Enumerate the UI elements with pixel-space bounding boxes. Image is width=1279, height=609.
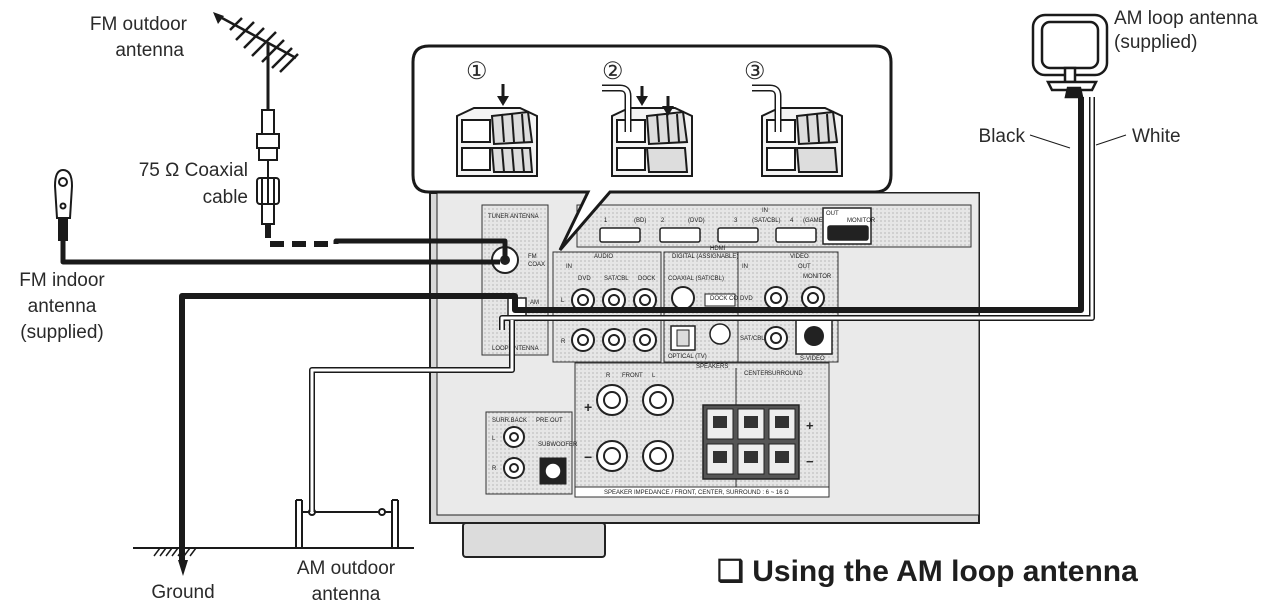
svg-text:SURROUND: SURROUND [768,371,803,377]
am-label: AM [530,300,539,306]
am-loop-antenna-icon [1031,13,1109,99]
svg-text:(DVD): (DVD) [688,218,705,224]
svg-text:(BD): (BD) [634,218,646,224]
svg-text:R: R [606,373,611,379]
svg-text:IN: IN [742,264,748,270]
hdmi-in-1-jack[interactable] [599,227,641,243]
svg-text:+: + [806,418,814,433]
fm-indoor-label-3: (supplied) [20,322,103,343]
step-3-label: ③ [744,58,766,85]
svg-text:R: R [561,339,566,345]
svg-text:DOCK CONTROL: DOCK CONTROL [710,296,759,302]
am-outdoor-antenna-icon [295,499,399,548]
front-speaker-terminals[interactable] [596,384,674,472]
fm-label: FM [528,254,537,260]
svg-text:L: L [652,373,656,379]
audio-rca-jacks[interactable] [571,288,657,352]
coax-connector-icon [256,109,280,225]
svg-text:SAT/CBL: SAT/CBL [604,276,629,282]
svg-text:DVD: DVD [578,276,591,282]
svg-text:DOCK: DOCK [638,276,655,282]
hdmi-in-4-jack[interactable] [775,227,817,243]
svg-text:(SAT/CBL): (SAT/CBL) [752,218,781,224]
receiver-rear-panel: TUNER ANTENNA FM COAX AM LOOP ANTENNA IN… [429,192,980,558]
svg-text:IN: IN [566,264,572,270]
am-outdoor-label-1: AM outdoor [297,558,396,579]
am-outdoor-label-2: antenna [312,584,381,605]
svg-text:OUT: OUT [798,264,811,270]
am-loop-label-2: (supplied) [1114,32,1197,53]
wires [60,97,1127,560]
fm-outdoor-antenna-icon [221,16,299,110]
svg-text:S-VIDEO: S-VIDEO [800,356,825,362]
coax-label-1: 75 Ω Coaxial [139,160,248,181]
svg-text:SURR.BACK: SURR.BACK [492,418,527,424]
ground-label: Ground [151,582,214,603]
digital-label: DIGITAL (ASSIGNABLE) [672,254,738,260]
center-surround-terminals[interactable] [702,404,800,480]
svg-text:SUBWOOFER: SUBWOOFER [538,442,578,448]
svg-text:−: − [806,454,814,469]
svg-text:1: 1 [604,218,608,224]
fm-outdoor-label-1: FM outdoor [90,14,188,35]
black-wire-label: Black [979,126,1026,147]
section-heading: ❑ Using the AM loop antenna [717,555,1138,588]
fm-indoor-label-1: FM indoor [19,270,105,291]
loop-antenna-label: LOOP ANTENNA [492,346,539,352]
svg-text:3: 3 [734,218,738,224]
svg-text:L: L [492,436,496,442]
svg-text:2: 2 [661,218,665,224]
terminal-steps-callout: ① ② ③ [411,44,893,251]
tuner-antenna-block [481,204,549,356]
fm-indoor-antenna-icon [53,168,74,241]
svg-text:+: + [584,399,592,415]
terminal-step-1-icon [456,107,538,177]
pre-out-jacks[interactable] [503,426,525,479]
receiver-foot [462,522,606,558]
audio-label: AUDIO [594,254,613,260]
svg-text:PRE OUT: PRE OUT [536,418,563,424]
impedance-label: SPEAKER IMPEDANCE / FRONT, CENTER, SURRO… [604,490,789,496]
white-wire-label: White [1132,126,1181,147]
am-loop-label-1: AM loop antenna [1114,8,1258,29]
video-jacks[interactable] [764,286,825,350]
speakers-label: SPEAKERS [696,364,728,370]
svg-text:FRONT: FRONT [622,373,643,379]
terminal-step-3-icon [761,107,843,177]
video-label: VIDEO [790,254,809,260]
svg-text:R: R [492,466,497,472]
hdmi-monitor-label: MONITOR [847,218,876,224]
hdmi-out-label: OUT [826,211,839,217]
svg-text:−: − [584,449,592,465]
tuner-antenna-label: TUNER ANTENNA [488,214,539,220]
svg-text:CENTER: CENTER [744,371,769,377]
svg-text:COAXIAL (SAT/CBL): COAXIAL (SAT/CBL) [668,276,724,282]
dock-control-label-box [704,293,736,307]
coaxial-jack[interactable] [671,286,695,310]
step-2-label: ② [602,58,624,85]
hdmi-in-2-jack[interactable] [659,227,701,243]
hdmi-label: HDMI [710,246,726,252]
svg-text:L: L [561,298,565,304]
hdmi-out-jack[interactable] [827,225,869,241]
svg-text:DVD: DVD [740,296,753,302]
hdmi-in-3-jack[interactable] [717,227,759,243]
terminal-step-2-icon [611,107,693,177]
svg-text:SAT/CBL: SAT/CBL [740,336,765,342]
fm-indoor-label-2: antenna [28,296,97,317]
svg-text:MONITOR: MONITOR [803,274,832,280]
dock-control-jack[interactable] [709,323,731,345]
fm-outdoor-label-2: antenna [115,40,184,61]
diagram-labels: FM outdoor antenna 75 Ω Coaxial cable FM… [19,8,1258,605]
hdmi-in-label: IN [762,208,768,214]
coax-label: COAX [528,262,545,268]
svg-text:OPTICAL (TV): OPTICAL (TV) [668,354,707,360]
svg-text:(GAME): (GAME) [803,218,825,224]
step-1-label: ① [466,58,488,85]
hdmi-block [576,204,972,248]
svg-text:4: 4 [790,218,794,224]
coax-label-2: cable [203,187,248,208]
